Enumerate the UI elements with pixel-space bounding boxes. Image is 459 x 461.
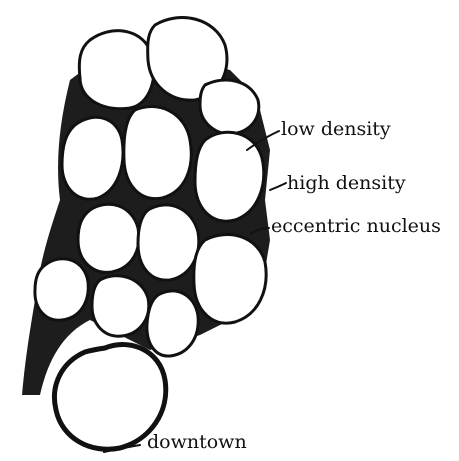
- label-low-density: low density: [281, 120, 391, 139]
- cell: [194, 235, 266, 324]
- label-downtown: downtown: [147, 433, 247, 452]
- label-high-density: high density: [287, 174, 406, 193]
- cell: [138, 205, 199, 280]
- cell: [147, 291, 198, 356]
- cell: [62, 117, 123, 199]
- cell: [78, 204, 139, 272]
- cell: [200, 80, 259, 134]
- cell: [124, 107, 191, 199]
- cell: [35, 259, 88, 320]
- leader-line-high-density: [270, 183, 286, 190]
- label-eccentric-nucleus: eccentric nucleus: [271, 217, 441, 236]
- cell: [79, 31, 154, 109]
- cell: [92, 276, 149, 336]
